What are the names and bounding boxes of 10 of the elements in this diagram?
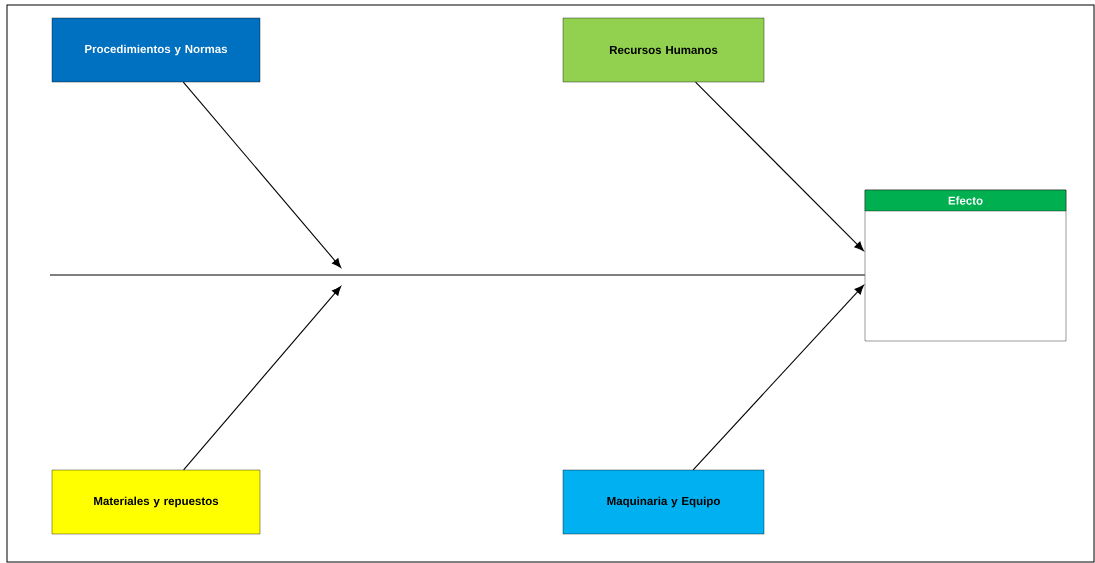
arrow: [182, 81, 342, 268]
arrow: [692, 285, 864, 471]
spine-line: [49, 274, 866, 276]
cause-box: Maquinaria y Equipo: [562, 469, 765, 535]
cause-box: Materiales y repuestos: [51, 469, 261, 535]
effect-box: Efecto: [864, 189, 1067, 342]
cause-box: Procedimientos y Normas: [51, 17, 261, 83]
cause-box: Recursos Humanos: [562, 17, 765, 83]
arrow: [183, 286, 342, 471]
arrow: [695, 81, 864, 252]
